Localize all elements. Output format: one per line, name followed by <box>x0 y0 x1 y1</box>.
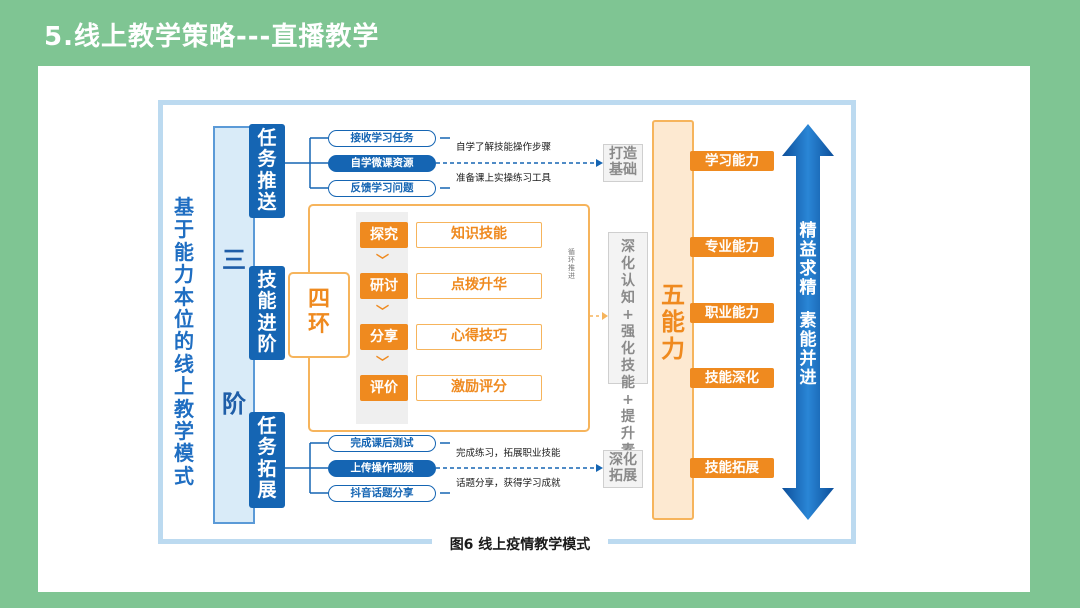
expand-item-share: 抖音话题分享 <box>328 485 436 502</box>
loop-content-guidance: 点拨升华 <box>416 273 542 299</box>
push-note-self-study: 自学了解技能操作步骤 <box>456 142 552 153</box>
double-arrow-icon <box>782 124 834 520</box>
stage-task-expand: 任务拓展 <box>249 412 285 508</box>
diagram-caption: 图6 线上疫情教学模式 <box>449 537 591 553</box>
loop-tag-share: 分享 <box>360 324 408 350</box>
four-loop-label: 四环 <box>288 272 350 358</box>
push-note-prepare: 准备课上实操练习工具 <box>456 173 552 184</box>
loop-content-scoring: 激励评分 <box>416 375 542 401</box>
chevron-down-icon: ﹀ <box>376 305 390 320</box>
stage-skill-advance: 技能进阶 <box>249 266 285 360</box>
expand-note-share: 话题分享，获得学习成就 <box>456 478 561 489</box>
chevron-down-icon: ﹀ <box>376 254 390 269</box>
target-foundation: 打造基础 <box>603 144 643 182</box>
stage-task-push: 任务推送 <box>249 124 285 218</box>
three-label: 三 <box>222 246 246 274</box>
page-title: 5.线上教学策略---直播教学 <box>44 22 380 52</box>
loop-tag-evaluate: 评价 <box>360 375 408 401</box>
expand-note-practice: 完成练习，拓展职业技能 <box>456 448 561 459</box>
expand-item-video: 上传操作视频 <box>328 460 436 477</box>
ability-skill-deepen: 技能深化 <box>690 368 774 388</box>
five-ability-label: 五能力 <box>661 281 685 363</box>
ability-vocational: 职业能力 <box>690 303 774 323</box>
push-item-receive: 接收学习任务 <box>328 130 436 147</box>
loop-content-knowledge: 知识技能 <box>416 222 542 248</box>
target-deepen-expand: 深化拓展 <box>603 450 643 488</box>
push-item-feedback: 反馈学习问题 <box>328 180 436 197</box>
expand-item-test: 完成课后测试 <box>328 435 436 452</box>
stage-label: 阶 <box>222 390 246 418</box>
five-ability-column: 五能力 <box>652 120 694 520</box>
loop-tag-explore: 探究 <box>360 222 408 248</box>
loop-content-tips: 心得技巧 <box>416 324 542 350</box>
cycle-label: 循环推进 <box>568 248 575 280</box>
ability-skill-expand: 技能拓展 <box>690 458 774 478</box>
arrow-text: 精益求精素能并进 <box>799 221 817 389</box>
ability-professional: 专业能力 <box>690 237 774 257</box>
three-stage-column: 三 阶 <box>213 126 255 524</box>
ability-learning: 学习能力 <box>690 151 774 171</box>
caption-background <box>432 534 608 554</box>
loop-tag-discuss: 研讨 <box>360 273 408 299</box>
push-item-micro-course: 自学微课资源 <box>328 155 436 172</box>
base-title: 基于能力本位的线上教学模式 <box>174 195 194 488</box>
chevron-down-icon: ﹀ <box>376 356 390 371</box>
